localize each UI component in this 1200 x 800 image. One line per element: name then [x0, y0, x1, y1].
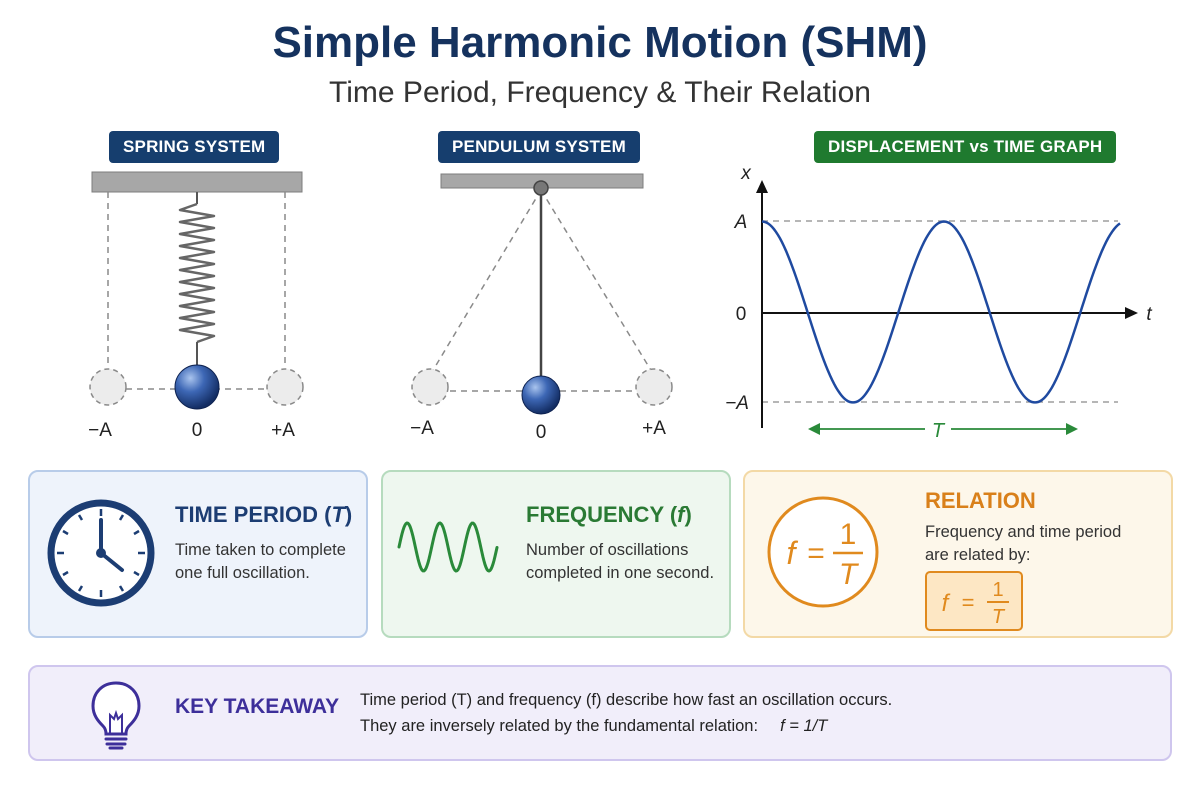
pendulum-system: −A 0 +A — [410, 173, 673, 443]
spring-ghost-right — [266, 368, 304, 406]
pendulum-label-zero: 0 — [536, 422, 547, 443]
svg-text:=: = — [962, 590, 975, 615]
spring-system: −A 0 +A — [88, 171, 304, 441]
key-takeaway-title: KEY TAKEAWAY — [175, 695, 340, 718]
relation-card: f = 1 T RELATION Frequency and time peri… — [743, 470, 1173, 638]
spring-label-zero: 0 — [192, 420, 203, 441]
period-arrow-left — [808, 423, 820, 435]
relation-title: RELATION — [925, 488, 1036, 513]
displacement-wave — [761, 220, 1121, 404]
spring-coil — [178, 202, 216, 344]
pendulum-ghost-left — [411, 368, 449, 406]
spring-label-neg-a: −A — [88, 420, 112, 441]
lightbulb-icon — [91, 681, 141, 750]
spring-ceiling — [91, 171, 303, 193]
svg-text:1: 1 — [840, 518, 857, 551]
time-period-title: TIME PERIOD (T) — [175, 502, 353, 527]
pendulum-right-swing — [540, 189, 653, 373]
wave-icon — [397, 521, 499, 573]
clock-icon — [47, 499, 155, 607]
key-takeaway-text: Time period (T) and frequency (f) descri… — [360, 691, 893, 735]
key-takeaway-panel: KEY TAKEAWAY Time period (T) and frequen… — [28, 665, 1172, 761]
spring-mass — [174, 364, 220, 410]
y-axis-arrow — [756, 180, 768, 193]
svg-text:f: f — [942, 590, 951, 617]
frequency-card: FREQUENCY (f) Number of oscillations com… — [381, 470, 731, 638]
pendulum-pivot — [533, 180, 549, 196]
time-period-description: Time taken to complete one full oscillat… — [175, 541, 346, 582]
relation-description: Frequency and time period are related by… — [925, 523, 1122, 564]
period-arrow-right — [1066, 423, 1078, 435]
pendulum-left-swing — [431, 189, 542, 373]
spring-system-label: SPRING SYSTEM — [109, 131, 280, 163]
x-axis-label: t — [1146, 304, 1152, 325]
svg-text:=: = — [807, 537, 825, 570]
y-tick-zero: 0 — [736, 304, 747, 325]
x-axis-arrow — [1125, 307, 1138, 319]
pendulum-label-pos-a: +A — [642, 418, 666, 439]
spring-ghost-left — [89, 368, 127, 406]
page-title: Simple Harmonic Motion (SHM) — [272, 18, 928, 67]
pendulum-bob — [521, 375, 561, 415]
y-tick-neg-a: −A — [725, 393, 749, 414]
displacement-graph-label: DISPLACEMENT vs TIME GRAPH — [814, 131, 1117, 163]
frequency-description: Number of oscillations completed in one … — [526, 541, 715, 582]
y-axis-label: x — [740, 163, 752, 184]
formula-box: f = 1 T — [925, 571, 1023, 631]
diagram-canvas: −A 0 +A −A 0 +A x t A 0 −A T — [88, 163, 1152, 443]
svg-text:1: 1 — [992, 579, 1003, 601]
svg-text:T: T — [992, 606, 1006, 628]
frequency-title: FREQUENCY (f) — [526, 502, 692, 527]
pendulum-system-label: PENDULUM SYSTEM — [438, 131, 640, 163]
pendulum-ghost-right — [635, 368, 673, 406]
formula-circle-icon: f = 1 T — [767, 496, 879, 608]
page-subtitle: Time Period, Frequency & Their Relation — [329, 76, 871, 109]
svg-text:T: T — [839, 558, 860, 591]
period-label: T — [932, 420, 946, 442]
y-tick-a: A — [734, 212, 748, 233]
time-period-card: TIME PERIOD (T) Time taken to complete o… — [28, 470, 368, 638]
pendulum-label-neg-a: −A — [410, 418, 434, 439]
displacement-graph: x t A 0 −A T — [725, 163, 1152, 442]
spring-label-pos-a: +A — [271, 420, 295, 441]
